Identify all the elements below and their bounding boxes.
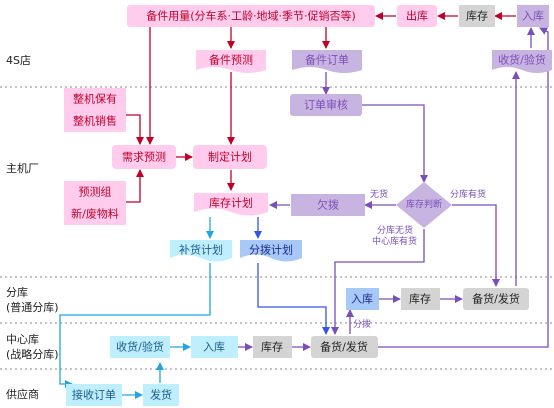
node-allocation-plan: 分拨计划	[240, 240, 302, 262]
node-parts-forecast: 备件预测	[196, 50, 266, 73]
node-demand-forecast-label: 需求预测	[122, 151, 166, 164]
edge-review-to-judge	[362, 104, 428, 183]
node-stock-judgement-label: 库存判断	[406, 198, 442, 210]
node-vehicle-stock-label: 整机保有	[73, 92, 117, 106]
lane-separators	[0, 86, 554, 370]
node-inbound-4s: 入库	[517, 5, 549, 27]
edge-judge-to-center-ship	[331, 229, 425, 335]
lane-label-supplier: 供应商	[6, 387, 39, 401]
node-outbound-4s-label: 出库	[406, 9, 428, 23]
node-stock-branch: 库存	[401, 288, 440, 310]
node-forecast-group-label: 预测组	[79, 185, 112, 199]
node-stock-branch-label: 库存	[409, 292, 431, 306]
node-backorder: 欠拨	[291, 194, 365, 216]
node-receive-order: 接收订单	[66, 384, 122, 406]
node-inbound-4s-label: 入库	[522, 10, 544, 23]
edge-labels: 无货 分库有货 分库无货 中心库有货 分拨	[353, 188, 486, 330]
node-prepare-ship-branch: 备货/发货	[463, 288, 529, 310]
node-vehicle-sales: 整机销售	[64, 110, 126, 132]
node-allocation-plan-label: 分拨计划	[249, 243, 293, 257]
node-ship-supplier-label: 发货	[150, 388, 172, 402]
edge-judge-to-branch-ship	[452, 204, 500, 287]
node-stock-center: 库存	[253, 336, 292, 358]
lane-label-oem: 主机厂	[6, 161, 39, 175]
node-vehicle-stock: 整机保有	[64, 88, 126, 110]
node-prepare-ship-branch-label: 备货/发货	[472, 292, 520, 306]
node-receive-check-4s-label: 收货/验货	[498, 53, 546, 67]
edge-label-branch-has-stock: 分库有货	[450, 188, 486, 200]
lane-label-branch: 分库	[6, 286, 28, 299]
edge-label-branch-no-stock: 分库无货	[377, 224, 413, 236]
node-backorder-label: 欠拨	[317, 198, 339, 212]
edge-allocation-to-center-ship	[257, 263, 330, 335]
node-order-review: 订单审核	[290, 94, 362, 116]
node-stock-center-label: 库存	[261, 340, 283, 354]
edge-label-no-stock: 无货	[370, 188, 388, 200]
edge-center-ship-to-dealer	[378, 27, 549, 348]
node-stock-4s-label: 库存	[466, 9, 488, 23]
node-prepare-ship-center: 备货/发货	[311, 336, 378, 358]
node-inbound-center-label: 入库	[203, 341, 225, 354]
node-forecast-group: 预测组	[64, 181, 126, 203]
node-new-scrap: 新/废物料	[64, 203, 126, 225]
node-stock-4s: 库存	[459, 5, 495, 27]
node-make-plan: 制定计划	[193, 145, 267, 169]
node-receive-check-center: 收货/验货	[110, 336, 170, 358]
lane-label-branch-sub: (普通分库)	[6, 300, 59, 314]
node-ship-supplier: 发货	[143, 384, 179, 406]
edge-label-center-has-stock: 中心库有货	[372, 235, 417, 247]
node-receive-check-4s: 收货/验货	[492, 50, 552, 73]
node-make-plan-label: 制定计划	[208, 150, 252, 164]
node-replenish-plan: 补货计划	[170, 240, 232, 262]
node-parts-usage: 备件用量(分车系·工龄·地域·季节·促销否等)	[127, 5, 375, 27]
node-stock-plan-label: 库存计划	[209, 196, 253, 210]
node-stock-judgement: 库存判断	[396, 182, 452, 228]
lane-label-center-sub: (战略分库)	[6, 347, 59, 361]
node-order-review-label: 订单审核	[304, 98, 348, 112]
lane-label-center: 中心库	[6, 333, 39, 346]
node-prepare-ship-center-label: 备货/发货	[320, 340, 368, 354]
node-outbound-4s: 出库	[397, 5, 437, 27]
lane-labels: 4S店 主机厂 分库 (普通分库) 中心库 (战略分库) 供应商	[6, 53, 59, 401]
node-receive-check-center-label: 收货/验货	[116, 340, 164, 354]
edge-vehicle-to-demand	[126, 114, 144, 145]
node-demand-forecast: 需求预测	[112, 145, 176, 169]
node-replenish-plan-label: 补货计划	[179, 243, 223, 257]
edge-replenish-to-supplier	[59, 263, 211, 388]
edge-label-allocate: 分拨	[353, 318, 371, 330]
edges	[59, 12, 549, 399]
node-vehicle-sales-label: 整机销售	[73, 114, 117, 128]
nodes: 备件用量(分车系·工龄·地域·季节·促销否等) 出库 库存 入库 备件预测 备件…	[64, 5, 552, 406]
edge-group-to-demand	[126, 169, 144, 203]
node-inbound-branch: 入库	[346, 288, 379, 310]
node-parts-forecast-label: 备件预测	[209, 53, 253, 67]
node-inbound-center: 入库	[191, 336, 238, 358]
node-parts-usage-label: 备件用量(分车系·工龄·地域·季节·促销否等)	[146, 9, 356, 23]
node-inbound-branch-label: 入库	[351, 293, 373, 306]
node-receive-order-label: 接收订单	[72, 388, 116, 402]
lane-label-dealer: 4S店	[6, 53, 31, 67]
node-parts-order-label: 备件订单	[305, 53, 349, 67]
node-stock-plan: 库存计划	[194, 193, 268, 216]
node-parts-order: 备件订单	[292, 50, 362, 73]
node-new-scrap-label: 新/废物料	[71, 207, 119, 221]
